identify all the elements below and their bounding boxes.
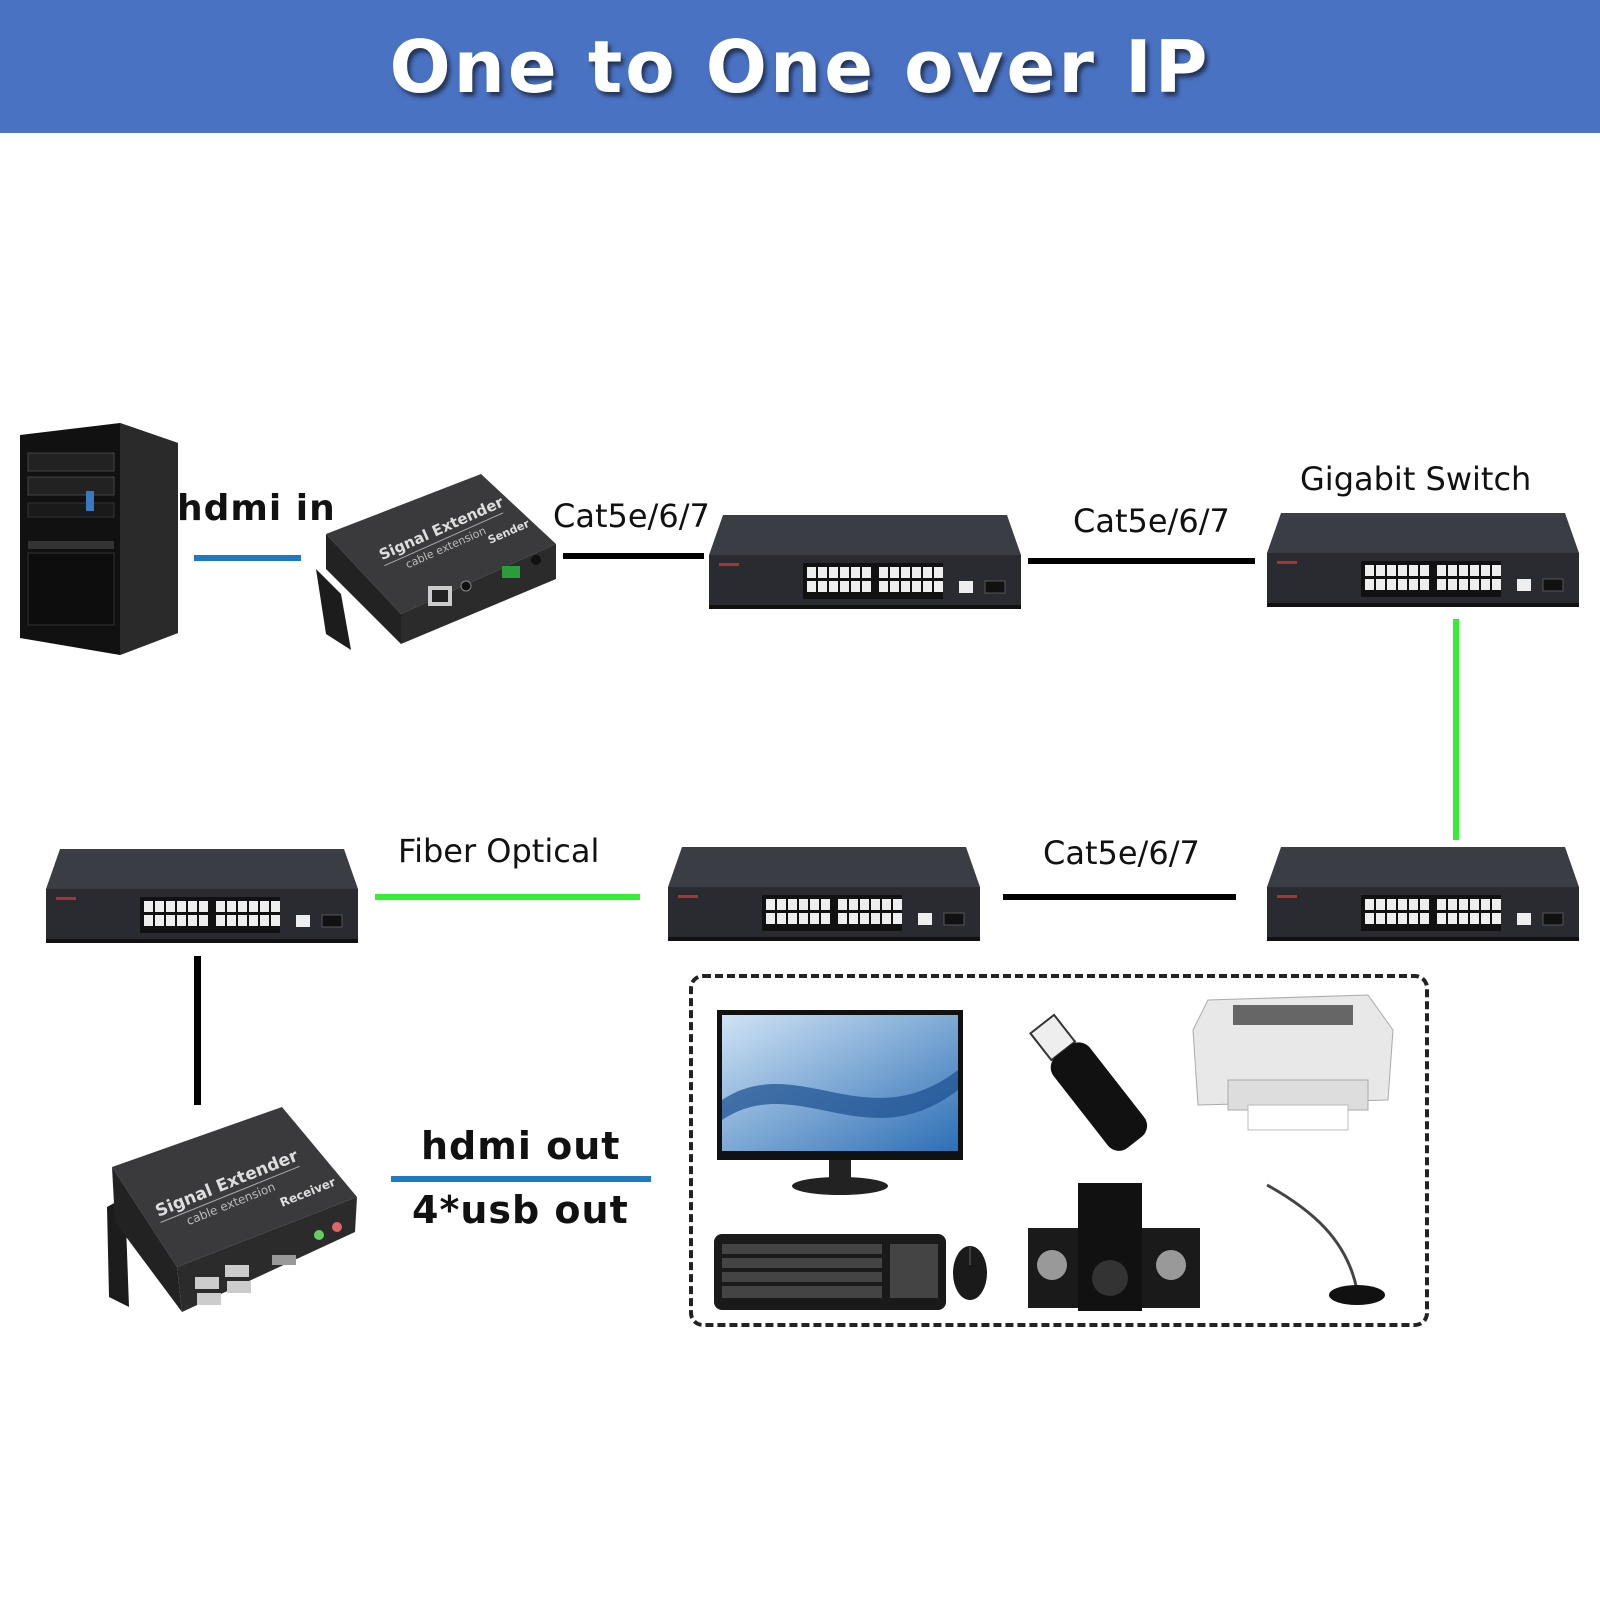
- printer-icon: [1188, 990, 1400, 1135]
- mouse-icon: [952, 1245, 988, 1301]
- usb-out-label: 4*usb out: [412, 1188, 629, 1232]
- receiver-extender-device: Signal Extender cable extension Receiver: [107, 1107, 361, 1313]
- pc-tower-icon: [20, 423, 180, 655]
- cat-label-2: Cat5e/6/7: [1073, 502, 1230, 540]
- cat-cable-1: [563, 553, 704, 559]
- fiber-cable-vertical: [1453, 619, 1459, 840]
- fiber-optical-label: Fiber Optical: [398, 832, 600, 870]
- cat-cable-3: [1003, 894, 1236, 900]
- keyboard-icon: [714, 1230, 949, 1314]
- network-switch-3: [668, 847, 980, 943]
- gigabit-switch-label: Gigabit Switch: [1300, 460, 1532, 498]
- network-switch-4: [1267, 847, 1579, 943]
- sender-extender-device: Signal Extender cable extension Sender: [316, 474, 558, 650]
- fiber-cable: [375, 894, 640, 900]
- cat-cable-2: [1028, 558, 1255, 564]
- page-title: One to One over IP: [389, 24, 1211, 109]
- speakers-icon: [1028, 1183, 1203, 1313]
- cat-cable-4: [194, 956, 201, 1105]
- cat-label-1: Cat5e/6/7: [553, 497, 710, 535]
- gigabit-switch: [1267, 513, 1579, 609]
- microphone-icon: [1262, 1180, 1392, 1310]
- peripherals-group: [689, 974, 1429, 1327]
- hdmi-in-cable: [194, 555, 301, 561]
- cat-label-3: Cat5e/6/7: [1043, 834, 1200, 872]
- network-switch-2: [46, 849, 358, 945]
- usb-stick-icon: [1025, 1005, 1155, 1160]
- hdmi-in-label: hdmi in: [177, 488, 336, 529]
- hdmi-out-label: hdmi out: [421, 1124, 621, 1168]
- monitor-icon: [717, 1010, 963, 1196]
- hdmi-out-cable: [391, 1176, 651, 1182]
- network-switch-1: [709, 515, 1021, 611]
- title-banner: One to One over IP: [0, 0, 1600, 133]
